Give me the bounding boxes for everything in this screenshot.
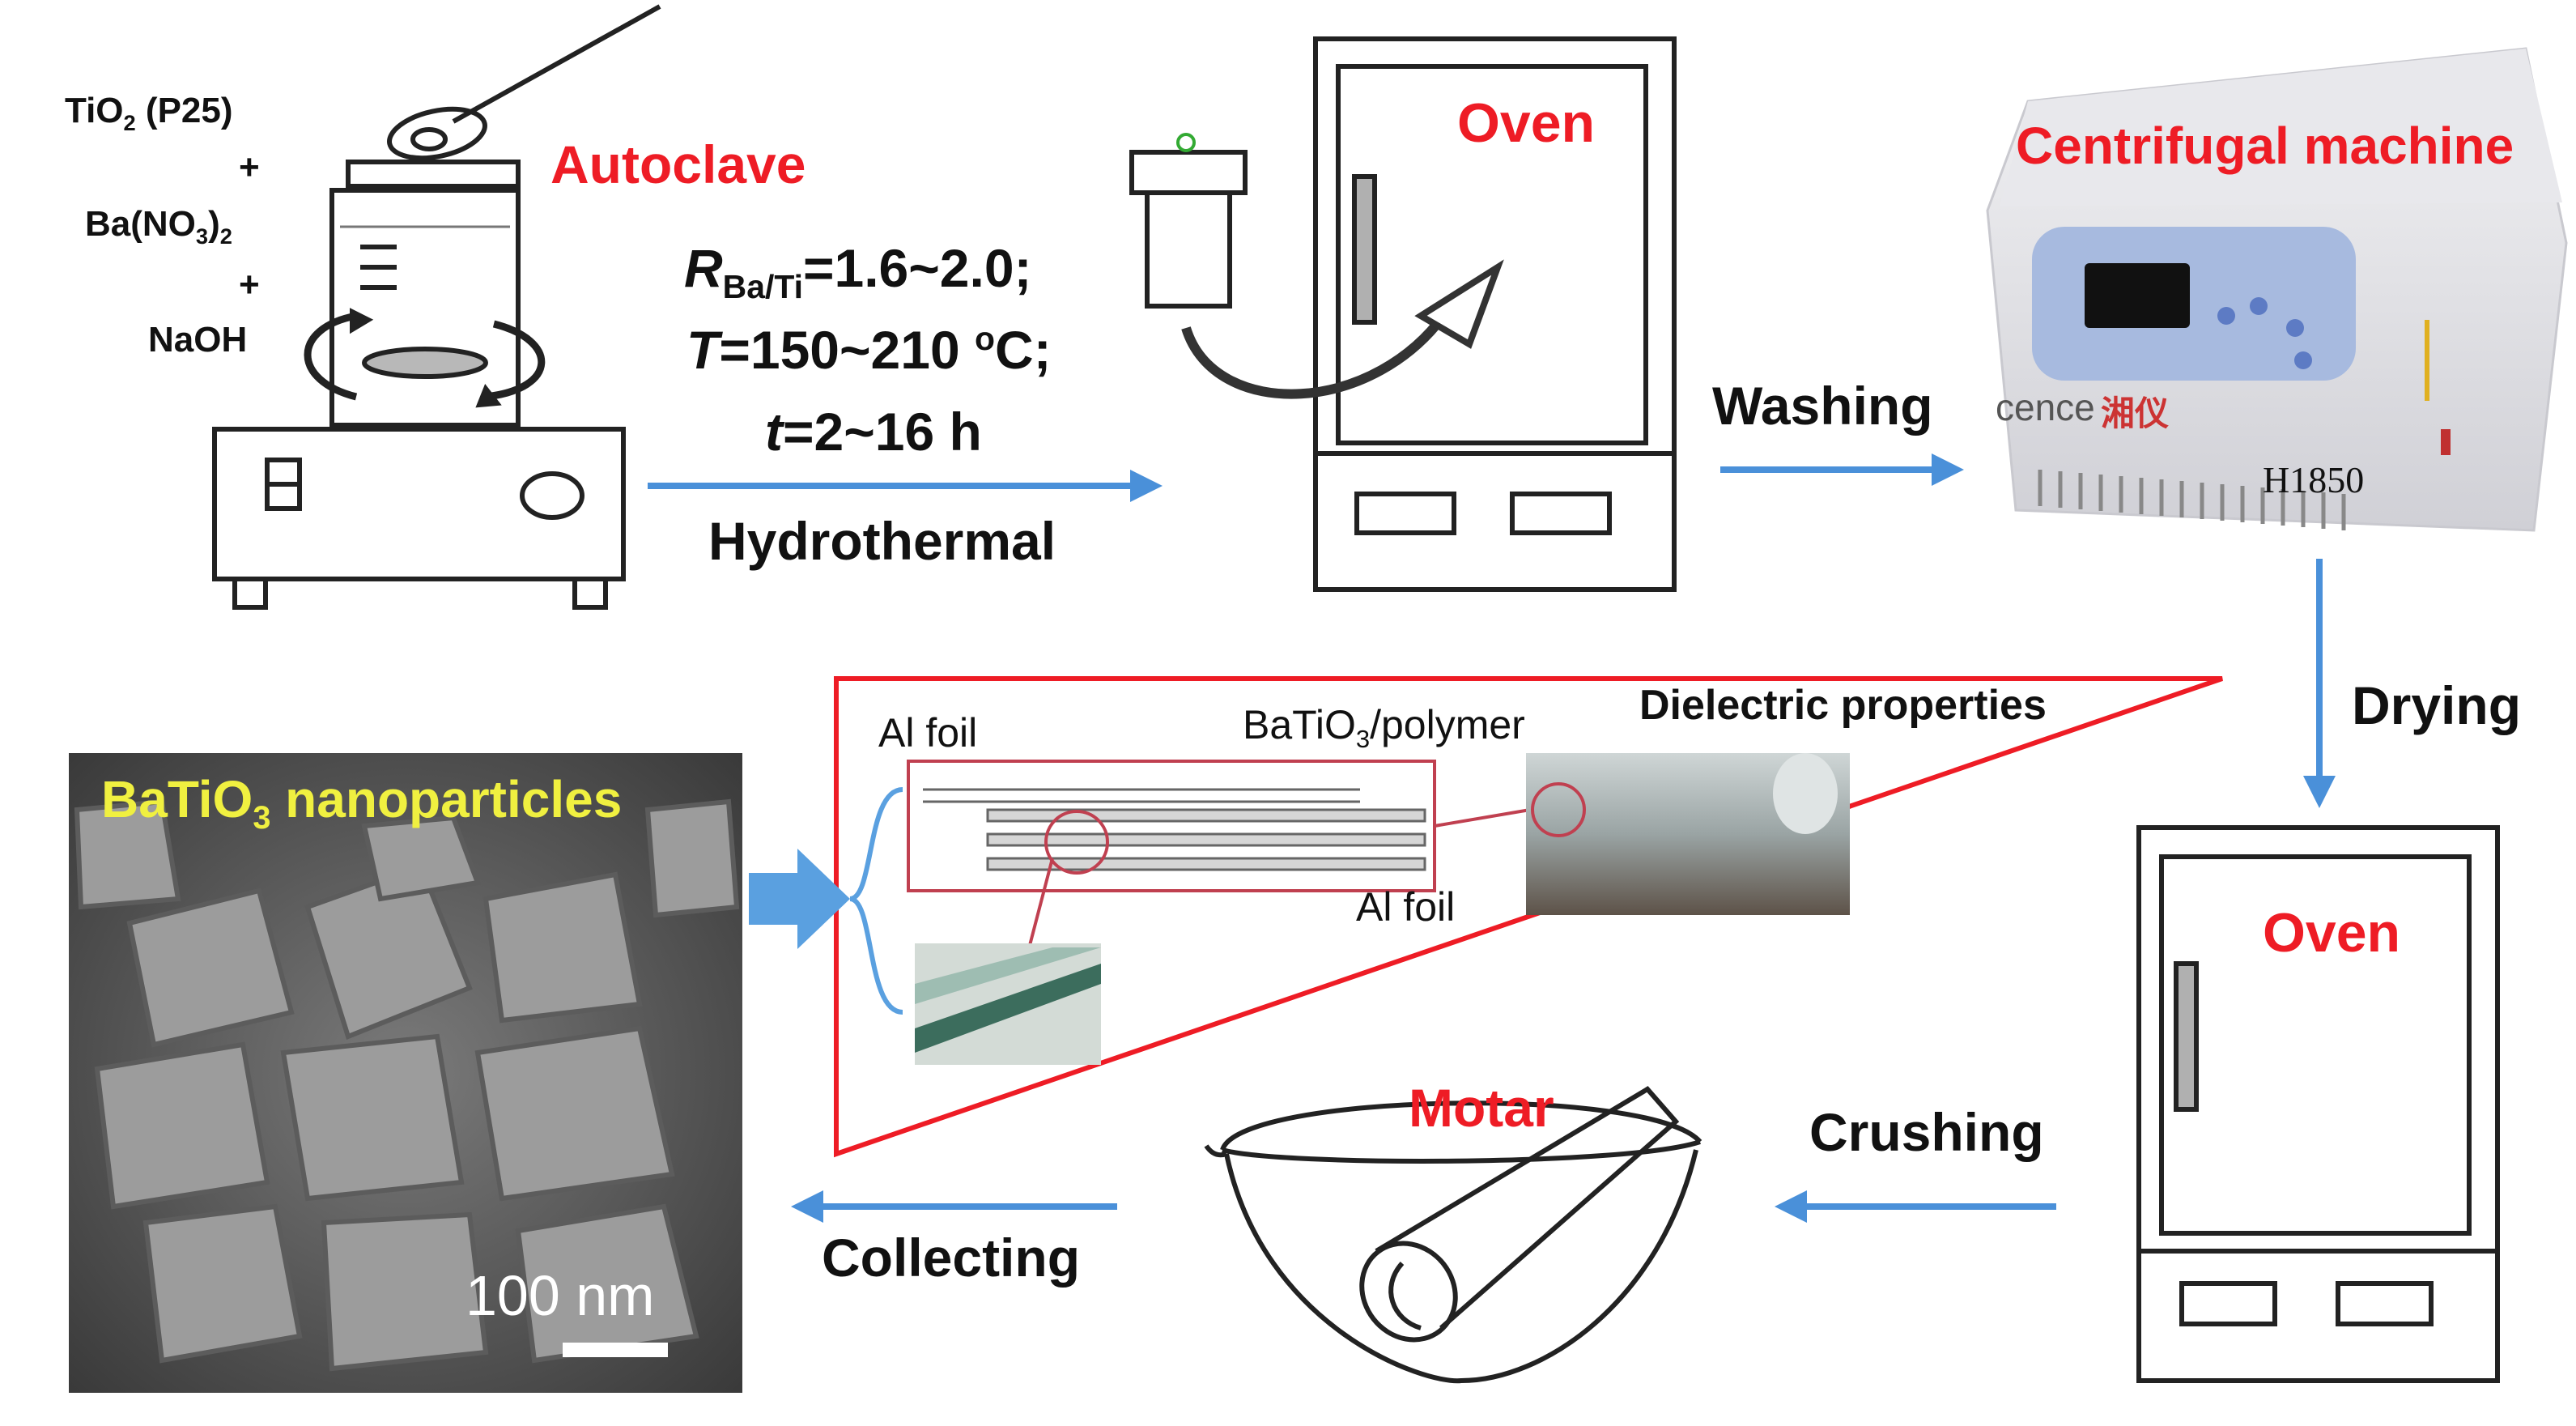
label-xiangyi: 湘仪 — [2101, 394, 2170, 432]
spoon-bowl-icon — [387, 106, 487, 161]
label-hydrothermal: Hydrothermal — [708, 511, 1056, 571]
label-al-foil-2: Al foil — [1356, 884, 1456, 930]
label-drying: Drying — [2352, 675, 2522, 735]
label-scale: 100 nm — [465, 1264, 655, 1327]
label-washing: Washing — [1712, 376, 1933, 436]
label-h1850: H1850 — [2263, 459, 2365, 500]
label-autoclave: Autoclave — [550, 134, 806, 194]
label-collecting: Collecting — [822, 1228, 1081, 1288]
label-banitrate: Ba(NO3)2 — [85, 204, 232, 249]
label-plus-2: + — [239, 265, 260, 304]
stir-arrow-right-icon — [485, 320, 546, 401]
centrifuge-drawing — [1986, 47, 2568, 532]
label-oven-bottom: Oven — [2263, 902, 2401, 964]
label-batio3-nanoparticles: BaTiO3 nanoparticles — [101, 770, 623, 836]
stirrer-base — [212, 427, 626, 581]
beaker-body — [329, 188, 521, 428]
oven-top-door — [1336, 64, 1648, 445]
label-condition-time: t=2~16 h — [765, 402, 982, 462]
centrifuge-display — [2085, 263, 2190, 328]
autoclave-vessel-icon — [1129, 150, 1248, 195]
sem-image — [69, 753, 742, 1393]
insert-arrow-icon — [1181, 304, 1453, 399]
arrow-to-inset — [749, 849, 850, 949]
oven-bottom-drawing — [2136, 825, 2500, 1383]
label-condition-ratio: RBa/Ti=1.6~2.0; — [684, 238, 1032, 306]
stirrer-knob-icon — [520, 471, 584, 520]
oven-top-handle — [1352, 174, 1377, 325]
label-motar: Motar — [1409, 1078, 1554, 1138]
label-tio2: TiO2 (P25) — [65, 91, 233, 135]
scale-bar — [563, 1343, 668, 1357]
label-naoh: NaOH — [148, 320, 248, 360]
oven-top-drawing — [1129, 36, 1677, 592]
stir-bar-icon — [362, 347, 488, 379]
label-al-foil-1: Al foil — [878, 710, 978, 756]
label-batio3-polymer: BaTiO3/polymer — [1243, 702, 1525, 753]
spoon-handle — [452, 4, 661, 124]
process-arrows — [648, 453, 2336, 1223]
dielectric-inset — [834, 676, 2223, 1158]
stir-arrow-left-icon — [304, 312, 358, 401]
oven-top-frame — [1313, 36, 1677, 592]
autoclave-stirrer-drawing — [212, 4, 661, 610]
centrifuge-vents — [2038, 470, 2346, 530]
label-centrifugal: Centrifugal machine — [2016, 117, 2514, 175]
mortar-drawing — [1204, 1086, 1702, 1384]
pestle-icon — [1375, 1086, 1680, 1330]
label-dielectric: Dielectric properties — [1639, 682, 2047, 729]
beaker-lid — [346, 160, 521, 189]
label-condition-temp: T=150~210 oC; — [687, 320, 1052, 380]
label-oven-top: Oven — [1457, 92, 1596, 154]
label-crushing: Crushing — [1809, 1102, 2044, 1162]
label-plus-1: + — [239, 147, 260, 187]
label-cence: cence — [1996, 386, 2095, 428]
